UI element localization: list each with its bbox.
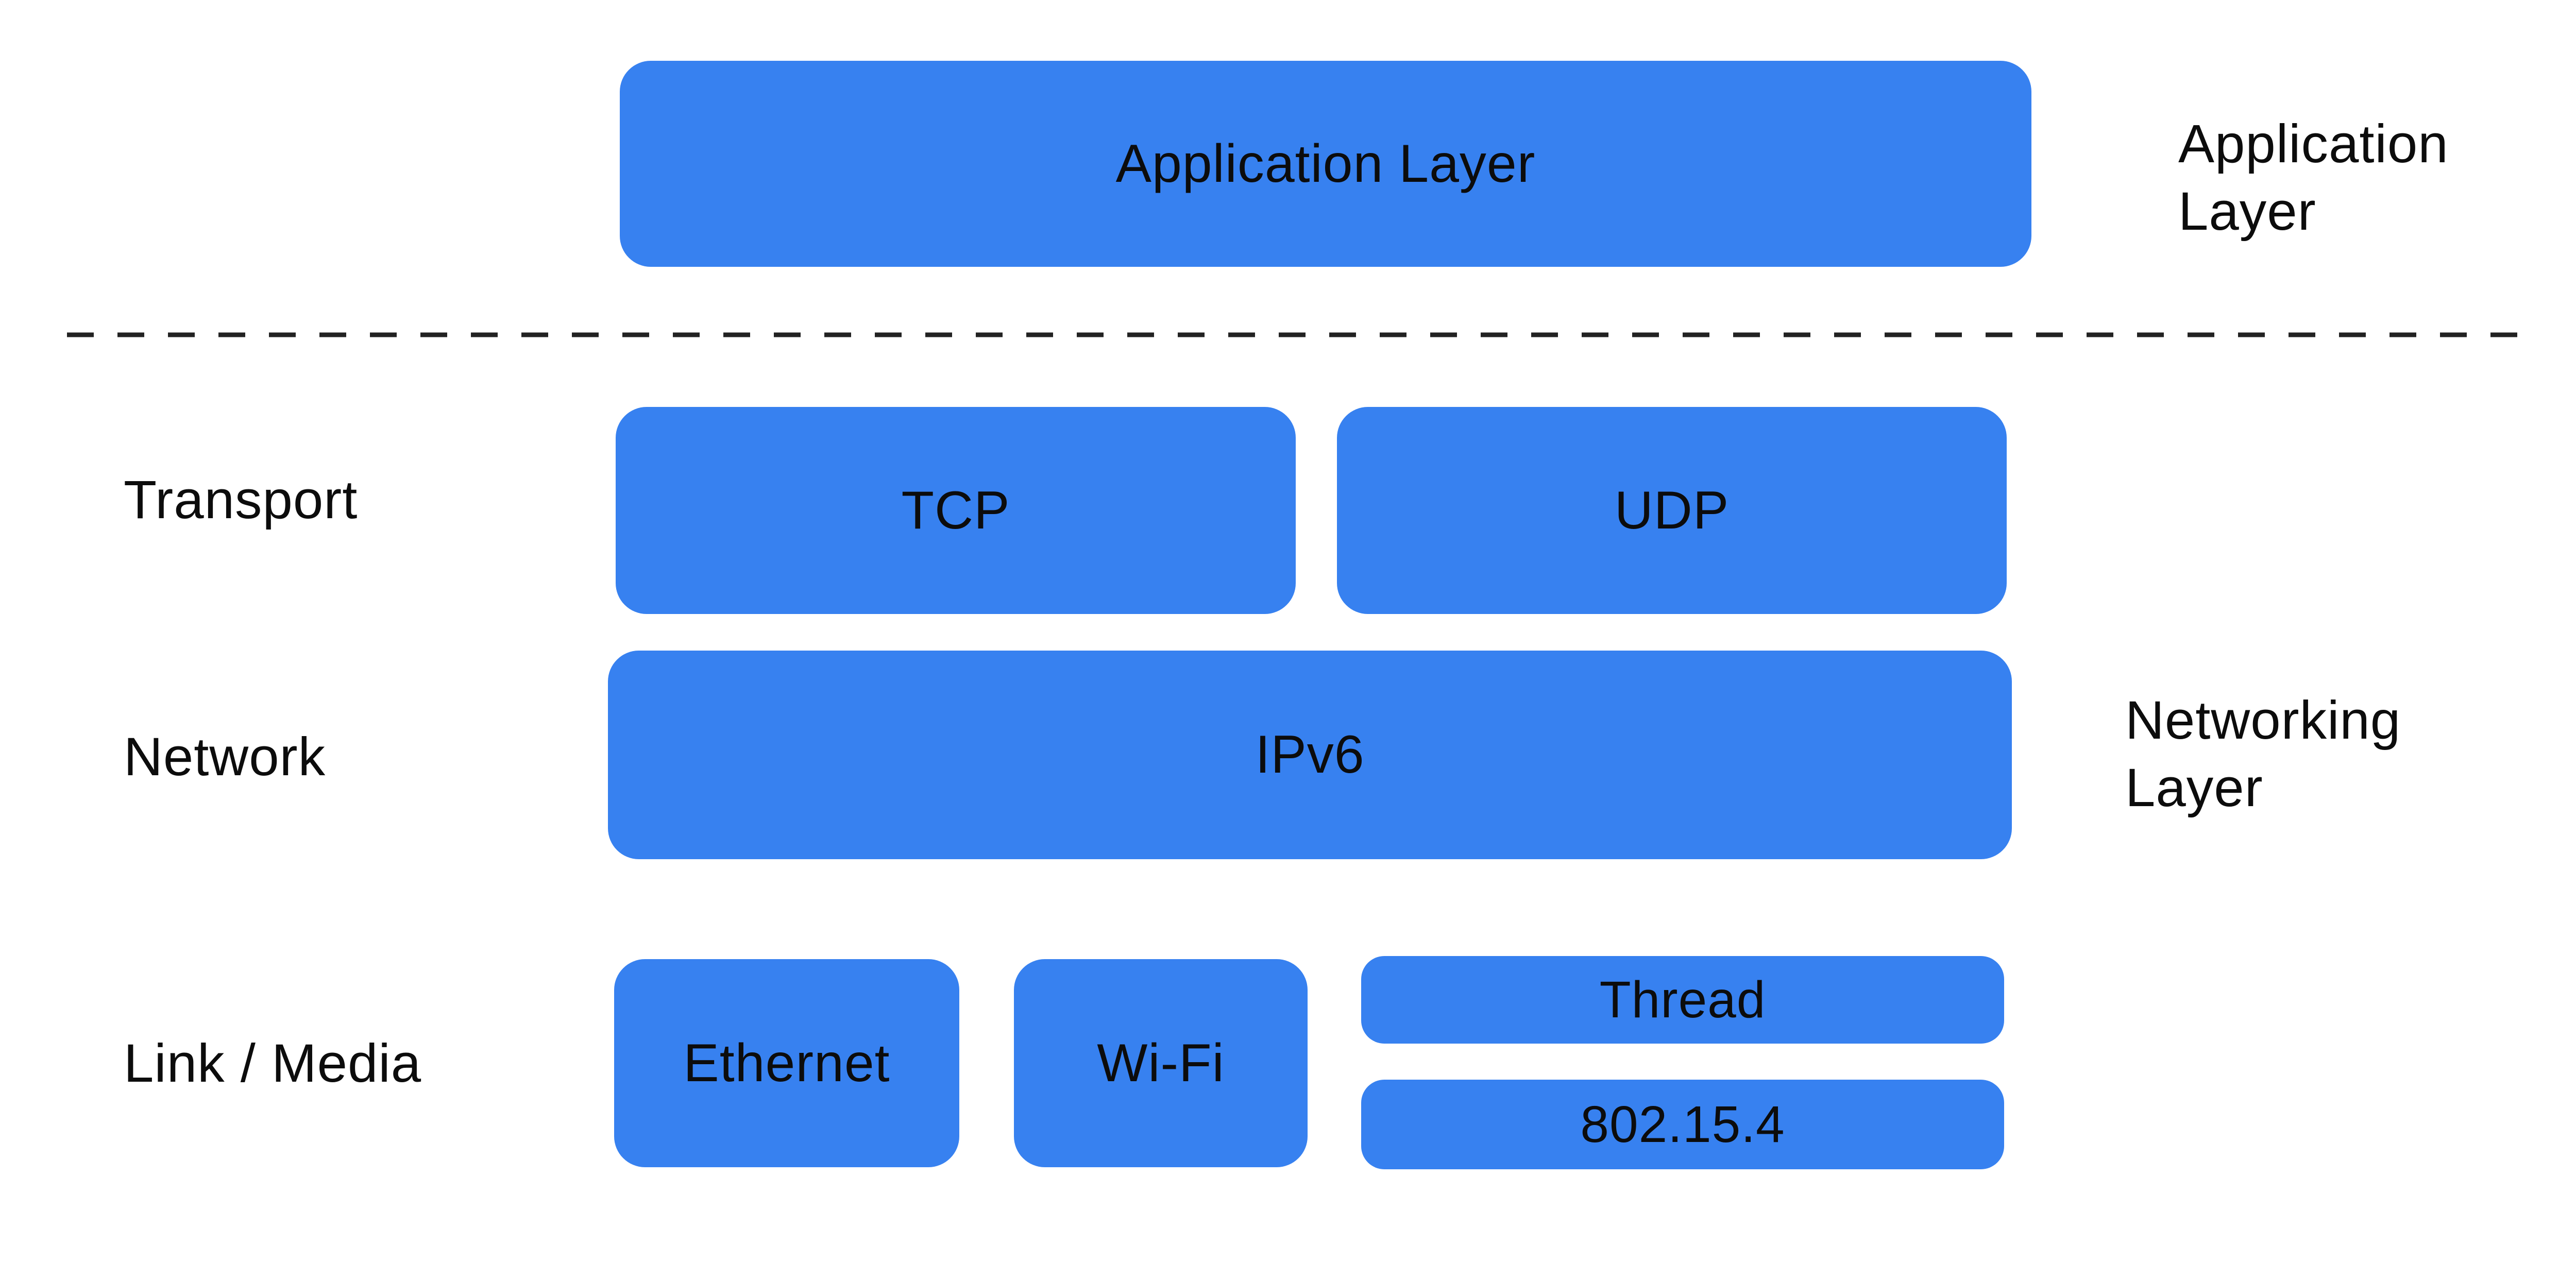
transport-row-label: Transport bbox=[124, 470, 358, 530]
tcp-box-label: TCP bbox=[901, 480, 1010, 540]
link-media-row-label: Link / Media bbox=[124, 1033, 422, 1094]
application-layer-side-label-line1: Application bbox=[2178, 114, 2449, 174]
layer-divider-dashed-line bbox=[67, 332, 2530, 337]
wifi-box: Wi-Fi bbox=[1014, 959, 1308, 1167]
ipv6-box: IPv6 bbox=[608, 651, 2012, 859]
ethernet-box: Ethernet bbox=[614, 959, 959, 1167]
application-layer-side-label-line2: Layer bbox=[2178, 181, 2316, 242]
ieee-802154-box: 802.15.4 bbox=[1361, 1080, 2004, 1169]
networking-layer-side-label: Networking Layer bbox=[2125, 687, 2401, 822]
application-layer-box: Application Layer bbox=[620, 61, 2031, 267]
ipv6-box-label: IPv6 bbox=[1255, 725, 1365, 785]
wifi-box-label: Wi-Fi bbox=[1097, 1033, 1225, 1093]
networking-layer-side-label-line2: Layer bbox=[2125, 758, 2263, 818]
application-layer-side-label: Application Layer bbox=[2178, 110, 2449, 245]
network-row-label: Network bbox=[124, 727, 326, 787]
ethernet-box-label: Ethernet bbox=[683, 1033, 890, 1093]
thread-box-label: Thread bbox=[1599, 970, 1766, 1029]
udp-box-label: UDP bbox=[1614, 480, 1730, 540]
application-layer-box-label: Application Layer bbox=[1115, 133, 1536, 194]
thread-box: Thread bbox=[1361, 956, 2004, 1044]
udp-box: UDP bbox=[1337, 407, 2007, 614]
tcp-box: TCP bbox=[616, 407, 1296, 614]
networking-layer-side-label-line1: Networking bbox=[2125, 690, 2401, 751]
ieee-802154-box-label: 802.15.4 bbox=[1580, 1095, 1785, 1153]
